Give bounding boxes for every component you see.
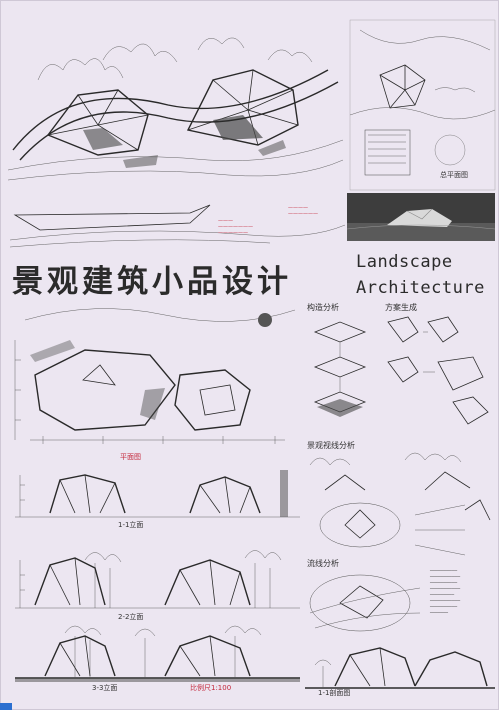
elevation-2: [15, 550, 300, 609]
section-1-label: 1-1立面: [118, 521, 144, 529]
site-plan-top: [349, 19, 496, 191]
title-english-line1: Landscape: [356, 252, 453, 272]
form-generation-label: 方案生成: [385, 303, 417, 312]
landscape-view-label: 景观视线分析: [307, 441, 355, 450]
structure-diagram: [313, 321, 367, 417]
title-chinese: 景观建筑小品设计: [12, 264, 292, 300]
plan-label: 平面图: [120, 453, 141, 461]
pink-annotation-2: ——————————: [288, 205, 318, 217]
form-generation-diagram: [387, 316, 489, 425]
elevation-3: [15, 625, 300, 682]
title-english-line2: Architecture: [356, 278, 485, 298]
scale-note: 比例尺1:100: [190, 684, 232, 692]
ribbon-sketch: [9, 204, 346, 248]
render-photo: [347, 193, 495, 241]
landscape-view-diagram: [309, 452, 491, 556]
site-plan-label: 总平面图: [440, 171, 468, 179]
elevation-2-label: 2-2立面: [118, 613, 144, 621]
perspective-sketch: [7, 37, 344, 181]
detail-section: [305, 647, 495, 689]
pink-annotation-1: ————————————————: [218, 218, 253, 236]
elevation-3-label: 3-3立面: [92, 684, 118, 692]
corner-tab: [0, 703, 12, 710]
detail-section-label: 1-1剖面图: [318, 689, 351, 697]
floor-plan: [14, 308, 296, 444]
elevation-1: [15, 470, 300, 518]
flow-diagram: [309, 574, 421, 632]
structure-analysis-label: 构造分析: [307, 303, 339, 312]
flow-analysis-label: 流线分析: [307, 559, 339, 568]
design-notes: ────────────────────────────────────────…: [430, 568, 461, 616]
